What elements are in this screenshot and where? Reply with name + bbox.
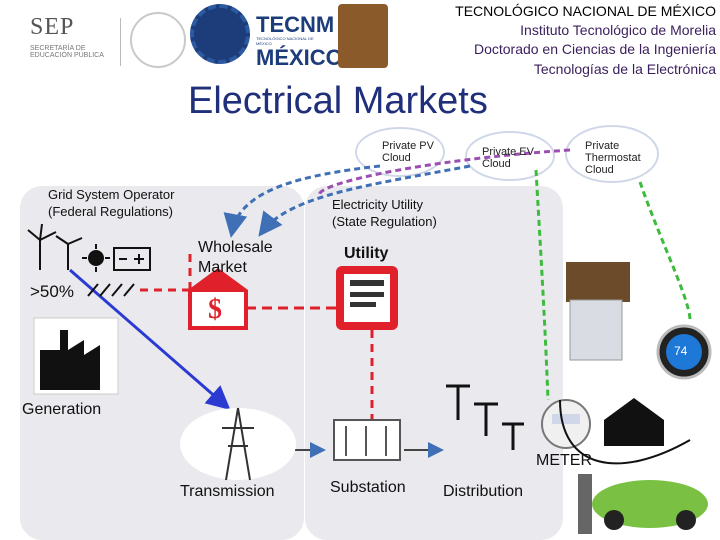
- distribution-label: Distribution: [443, 483, 524, 500]
- sep-logo-sub-2: EDUCACIÓN PÚBLICA: [30, 52, 104, 59]
- thermostat-cloud-label-1: Private: [585, 140, 620, 152]
- thermostat-display: 74: [674, 344, 688, 358]
- grid-operator-label: Grid System Operator (Federal Regulation…: [48, 186, 174, 220]
- solar-house-icon: [566, 262, 630, 302]
- thermostat-cloud-label-3: Cloud: [585, 164, 614, 176]
- header-line-1: TECNOLÓGICO NACIONAL DE MÉXICO: [455, 3, 716, 19]
- house-icon: [604, 398, 664, 446]
- utility-regulation-label: Electricity Utility (State Regulation): [332, 196, 437, 230]
- pv-cloud-label-2: Cloud: [382, 152, 411, 164]
- grid-operator-label-1: Grid System Operator: [48, 187, 175, 202]
- tecnm-logo-sub: TECNOLÓGICO NACIONAL DE MÉXICO: [256, 36, 314, 46]
- dollar-sign: $: [208, 294, 222, 325]
- wind-turbine-icon: [27, 223, 83, 270]
- utility-panel: [305, 186, 563, 540]
- utility-meter-icon: [336, 266, 398, 330]
- transmission-tower-icon: [180, 407, 296, 481]
- ev-cloud-link: [258, 164, 471, 237]
- substation-icon: [333, 419, 401, 461]
- substation-label: Substation: [330, 479, 406, 496]
- thermostat-cloud-label: Private Thermostat Cloud: [585, 140, 641, 176]
- tecnm-logo-text: TECNM: [256, 12, 335, 37]
- transmission-label: Transmission: [180, 483, 275, 500]
- charger-icon: [578, 474, 592, 534]
- distribution-poles-icon: [446, 384, 524, 450]
- page-title: Electrical Markets: [188, 80, 488, 122]
- pv-cloud-label-1: Private PV: [382, 140, 434, 152]
- itm-logo-icon: [338, 4, 388, 68]
- sep-logo: SEP SECRETARÍA DE EDUCACIÓN PÚBLICA: [30, 14, 114, 70]
- thermostat-house-link: [638, 181, 692, 321]
- sep-logo-text: SEP: [30, 14, 75, 40]
- thermostat-cloud-link: [317, 148, 571, 198]
- battery-icon: [113, 247, 151, 271]
- wholesale-market-icon: [188, 268, 248, 330]
- generation-transmission-arrow: [69, 268, 231, 410]
- utility-regulation-label-2: (State Regulation): [332, 214, 437, 229]
- meter-label: METER: [536, 452, 592, 469]
- grid-operator-label-2: (Federal Regulations): [48, 204, 174, 219]
- tecnm-gear-icon: [190, 4, 250, 64]
- mexico-seal-icon: [130, 12, 186, 68]
- generation-label: Generation: [22, 401, 102, 418]
- wholesale-market-label-2: Market: [198, 259, 247, 276]
- pv-cloud-icon: [355, 127, 445, 177]
- header-line-3: Doctorado en Ciencias de la Ingeniería: [473, 41, 716, 57]
- renewable-share-label: >50%: [30, 282, 74, 301]
- header-line-2: Instituto Tecnológico de Morelia: [520, 22, 716, 38]
- utility-label: Utility: [344, 245, 389, 262]
- power-line-icon: [87, 283, 135, 297]
- utility-regulation-label-1: Electricity Utility: [332, 197, 424, 212]
- pv-cloud-link: [223, 164, 381, 238]
- ev-cloud-label: Private EV Cloud: [482, 146, 534, 170]
- thermostat-cloud-icon: [565, 125, 659, 183]
- home-loop: [559, 399, 691, 465]
- ev-cloud-label-1: Private EV: [482, 146, 534, 158]
- wholesale-market-label-1: Wholesale: [198, 239, 273, 256]
- thermostat-cloud-label-2: Thermostat: [585, 152, 641, 164]
- divider: [120, 18, 121, 66]
- wholesale-market-label: Wholesale Market: [198, 238, 273, 278]
- sep-logo-sub: SECRETARÍA DE: [30, 45, 86, 52]
- factory-icon: [33, 317, 119, 395]
- green-cloud-link: [534, 169, 550, 401]
- header-line-4: Tecnologías de la Electrónica: [533, 61, 716, 77]
- pv-cloud-label: Private PV Cloud: [382, 140, 434, 164]
- sun-icon: [82, 244, 110, 272]
- ev-cloud-label-2: Cloud: [482, 158, 511, 170]
